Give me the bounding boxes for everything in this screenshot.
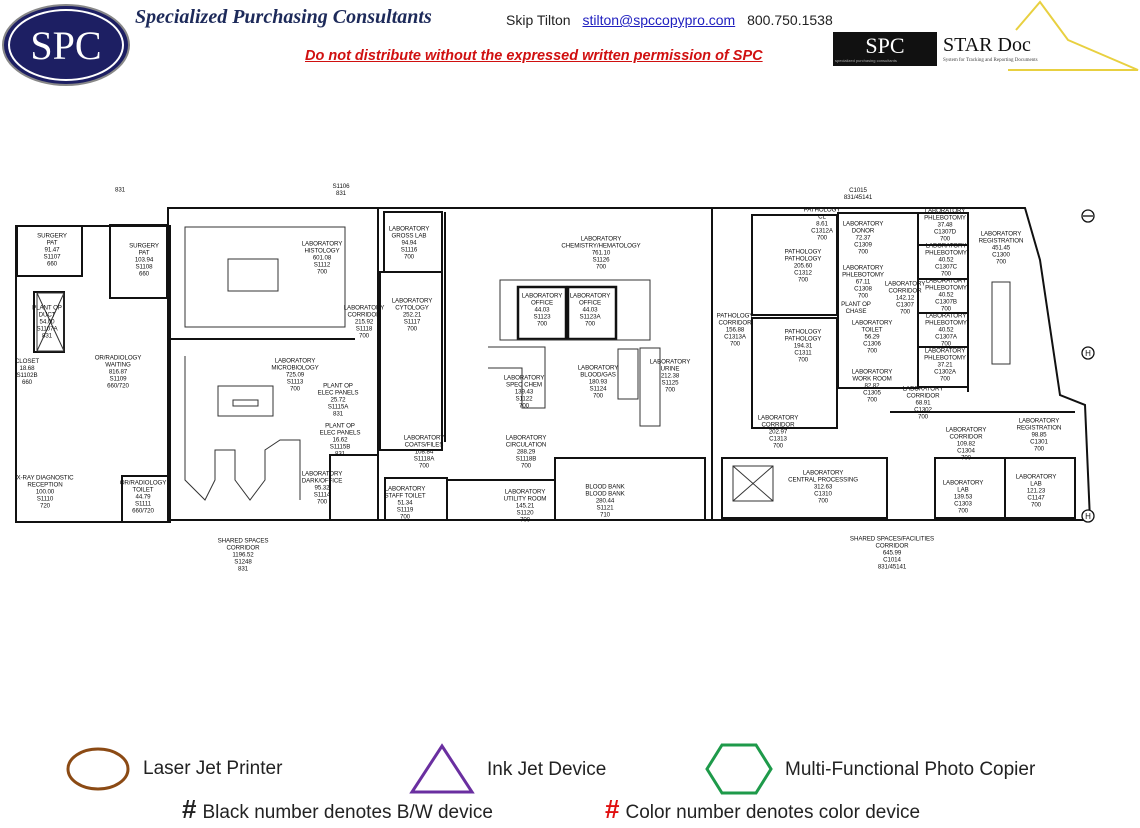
laser-jet-circle-icon — [66, 747, 130, 791]
room-label: PLANT OP DUCT 54.00 S1107A 831 — [32, 304, 62, 340]
room-label: LABORATORY DARK/OFFICE 95.32 S1114 700 — [301, 470, 343, 506]
room-label: LABORATORY URINE 212.38 S1125 700 — [649, 358, 691, 394]
room-label: LABORATORY REGISTRATION 98.85 C1301 700 — [1016, 417, 1062, 453]
room-label: LABORATORY STAFF TOILET 51.34 S1119 700 — [384, 485, 426, 521]
legend-bw-note: #Black number denotes B/W device — [182, 794, 493, 825]
room-label: LABORATORY OFFICE 44.03 S1123 700 — [521, 292, 563, 328]
stardoc-logo: SPC — [833, 32, 937, 66]
legend-mfp: Multi-Functional Photo Copier — [785, 759, 1036, 780]
room-label: PLANT OP ELEC PANELS 25.72 S1115A 831 — [317, 382, 359, 418]
lab-island — [227, 258, 279, 292]
contact-name: Skip Tilton — [506, 12, 571, 28]
room-label: PLANT OP CHASE — [841, 301, 871, 315]
ink-jet-triangle-icon — [409, 743, 475, 794]
room-label: LABORATORY CORRIDOR 215.92 S1118 700 — [343, 304, 385, 340]
room-label: LABORATORY COATS/FILES 108.84 S1118A 700 — [403, 434, 445, 470]
room-label: LABORATORY GROSS LAB 94.94 S1116 700 — [388, 225, 430, 261]
contact-info: Skip Tilton stilton@spccopypro.com 800.7… — [506, 12, 833, 28]
color-note-text: Color number denotes color device — [625, 802, 921, 823]
surgery-pat-room-wall — [16, 225, 83, 277]
room-label: OR/RADIOLOGY TOILET 44.79 S1111 660/720 — [119, 479, 167, 515]
stardoc-tagline: System for Tracking and Reporting Docume… — [943, 58, 1038, 63]
room-label: LABORATORY CORRIDOR 109.82 C1304 700 — [945, 426, 987, 462]
column-marker-icon — [1081, 509, 1095, 523]
room-label: CLOSET 18.68 S1102B 660 — [14, 358, 40, 386]
room-label: C1015 831/45141 — [843, 187, 873, 201]
registration-desk — [991, 281, 1011, 365]
room-label: LABORATORY SPEC CHEM 139.43 S1122 700 — [503, 374, 545, 410]
histology-bench — [184, 226, 346, 328]
room-label: SHARED SPACES CORRIDOR 1196.52 S1248 831 — [217, 537, 269, 573]
contact-email-link[interactable]: stilton@spccopypro.com — [582, 12, 736, 28]
room-label: LABORATORY CHEMISTRY/HEMATOLOGY 761.10 S… — [561, 235, 641, 271]
column-markers: H H — [1081, 209, 1095, 523]
room-label: LABORATORY PHLEBOTOMY 37.21 C1302A 700 — [924, 347, 966, 383]
room-label: X-RAY DIAGNOSTIC RECEPTION 100.00 S1110 … — [16, 474, 74, 510]
stardoc-name: STAR Doc — [943, 34, 1031, 56]
room-label: LABORATORY CIRCULATION 288.29 S1118B 700 — [505, 434, 547, 470]
room-label: PATHOLOGY CORRIDOR 156.88 C1313A 700 — [716, 312, 754, 348]
room-label: LABORATORY PHLEBOTOMY 67.11 C1308 700 — [842, 264, 884, 300]
room-label: LABORATORY DONOR 72.37 C1309 700 — [842, 220, 884, 256]
room-label: LABORATORY UTILITY ROOM 145.21 S1120 700 — [503, 488, 547, 524]
room-label: SURGERY PAT 91.47 S1107 660 — [37, 232, 67, 268]
room-label: S1106 831 — [332, 183, 350, 197]
room-label: PATHOLOGY CL 8.61 C1312A 700 — [803, 206, 841, 242]
room-label: LABORATORY CORRIDOR 68.91 C1302 700 — [902, 385, 944, 421]
room-label: LABORATORY TOILET 56.29 C1306 700 — [851, 319, 893, 355]
room-label: LABORATORY BLOOD/GAS 180.93 S1124 700 — [577, 364, 619, 400]
spc-logo-text: SPC — [8, 9, 124, 81]
red-hash-icon: # — [605, 794, 620, 824]
room-label: LABORATORY WORK ROOM 82.82 C1305 700 — [851, 368, 893, 404]
room-label: LABORATORY CENTRAL PROCESSING 312.63 C13… — [788, 469, 858, 505]
room-label: SHARED SPACES/FACILITIES CORRIDOR 645.99… — [849, 535, 935, 571]
room-label: LABORATORY CYTOLOGY 252.21 S1117 700 — [391, 297, 433, 333]
room-label: LABORATORY PHLEBOTOMY 37.48 C1307D 700 — [924, 207, 966, 243]
room-label: LABORATORY MICROBIOLOGY 725.09 S1113 700 — [271, 357, 319, 393]
room-label: LABORATORY CORRIDOR 202.97 C1313 700 — [757, 414, 799, 450]
room-label: SURGERY PAT 103.94 S1108 660 — [129, 242, 159, 278]
bw-note-text: Black number denotes B/W device — [202, 802, 493, 823]
company-name: Specialized Purchasing Consultants — [135, 6, 432, 28]
svg-text:H: H — [1085, 349, 1091, 358]
room-label: 831 — [114, 186, 126, 194]
star-outline-icon — [1008, 0, 1139, 71]
svg-text:H: H — [1085, 512, 1091, 521]
room-label: PLANT OP ELEC PANELS 16.62 S1115B 831 — [319, 422, 361, 458]
black-hash-icon: # — [182, 794, 197, 824]
room-label: LABORATORY PHLEBOTOMY 40.52 C1307A 700 — [925, 312, 967, 348]
room-label: OR/RADIOLOGY WAITING 816.87 S1109 660/72… — [94, 354, 142, 390]
legend-color-note: #Color number denotes color device — [605, 794, 920, 825]
room-label: PATHOLOGY PATHOLOGY 205.60 C1312 700 — [784, 248, 822, 284]
central-processing-box — [732, 465, 774, 502]
column-marker-icon — [1081, 346, 1095, 360]
room-label: LABORATORY PHLEBOTOMY 40.52 C1307C 700 — [925, 242, 967, 278]
room-label: LABORATORY PHLEBOTOMY 40.52 C1307B 700 — [925, 277, 967, 313]
room-label: LABORATORY HISTOLOGY 601.08 S1112 700 — [301, 240, 343, 276]
room-label: LABORATORY LAB 139.53 C1303 700 — [942, 479, 984, 515]
stardoc-logo-sub: specialized purchasing consultants — [835, 58, 897, 63]
distribution-warning: Do not distribute without the expressed … — [305, 48, 763, 64]
legend-ink-jet: Ink Jet Device — [487, 759, 607, 780]
or-radiology-wing-wall — [15, 225, 171, 523]
room-label: LABORATORY REGISTRATION 451.45 C1300 700 — [978, 230, 1024, 266]
room-label: LABORATORY LAB 121.23 C1147 700 — [1015, 473, 1057, 509]
spc-logo: SPC — [2, 4, 130, 86]
contact-phone: 800.750.1538 — [747, 12, 833, 28]
room-label: BLOOD BANK BLOOD BANK 280.44 S1121 710 — [585, 483, 625, 519]
room-label: LABORATORY OFFICE 44.03 S1123A 700 — [569, 292, 611, 328]
legend-laser-jet: Laser Jet Printer — [143, 758, 283, 779]
lab-island — [217, 385, 274, 417]
room-label: PATHOLOGY PATHOLOGY 194.31 C1311 700 — [784, 328, 822, 364]
room-label: LABORATORY CORRIDOR 142.12 C1307 700 — [884, 280, 926, 316]
mfp-hexagon-icon — [705, 743, 773, 795]
